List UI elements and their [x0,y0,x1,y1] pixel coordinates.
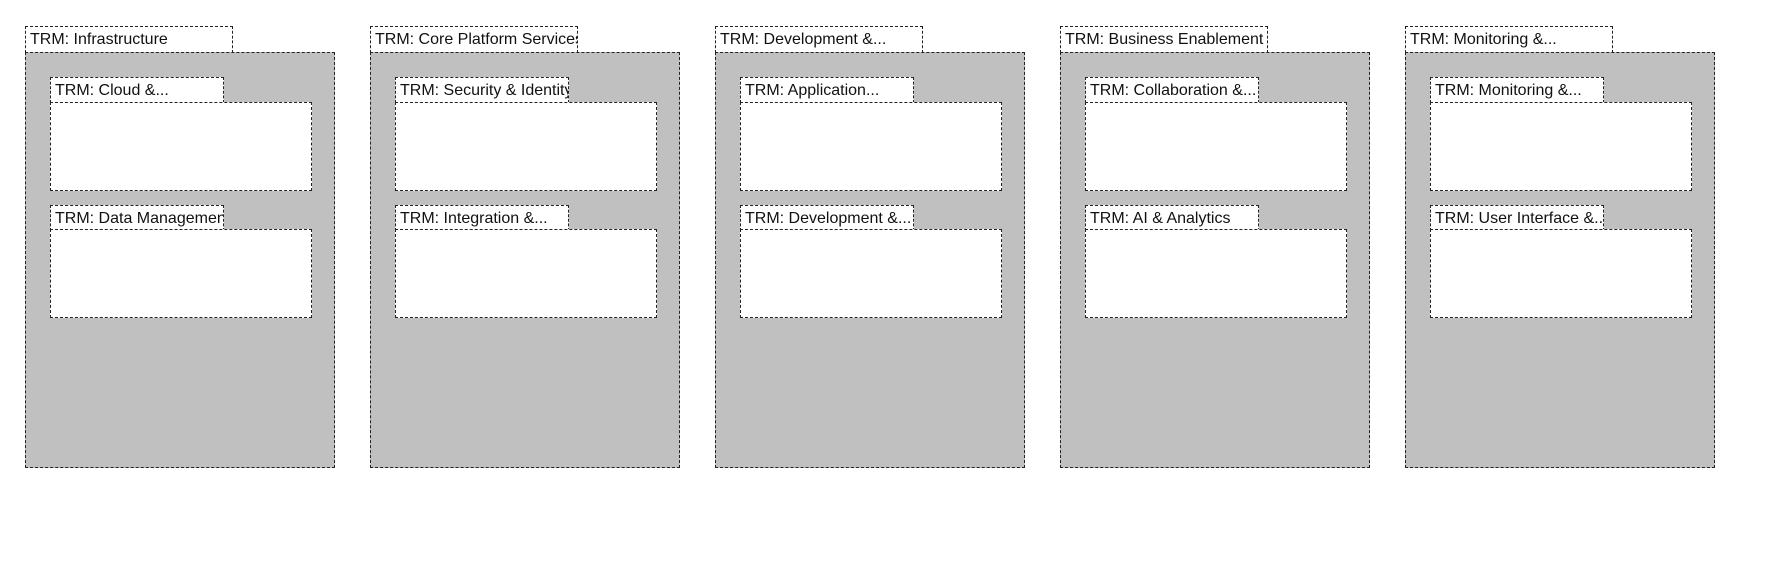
package: TRM: Infrastructure TRM: Cloud &... TRM:… [25,0,337,470]
package-body[interactable]: TRM: Collaboration &... TRM: AI & Analyt… [1060,52,1370,468]
package-title[interactable]: TRM: Core Platform Services [370,26,578,53]
package-title[interactable]: TRM: Monitoring &... [1405,26,1613,53]
sub-package-body[interactable] [740,229,1002,318]
sub-package-title[interactable]: TRM: Security & Identity [395,77,569,103]
package-title[interactable]: TRM: Development &... [715,26,923,53]
sub-package-title[interactable]: TRM: Data Management [50,205,224,231]
sub-package-body[interactable] [395,102,657,191]
package: TRM: Monitoring &... TRM: Monitoring &..… [1405,0,1717,470]
package: TRM: Core Platform Services TRM: Securit… [370,0,682,470]
sub-package-body[interactable] [1085,229,1347,318]
package-body[interactable]: TRM: Monitoring &... TRM: User Interface… [1405,52,1715,468]
sub-package-body[interactable] [395,229,657,318]
sub-package-title[interactable]: TRM: User Interface &... [1430,205,1604,231]
package: TRM: Development &... TRM: Application..… [715,0,1027,470]
sub-package-body[interactable] [740,102,1002,191]
package-body[interactable]: TRM: Cloud &... TRM: Data Management [25,52,335,468]
package-title[interactable]: TRM: Infrastructure [25,26,233,53]
sub-package-body[interactable] [1430,229,1692,318]
sub-package-title[interactable]: TRM: Application... [740,77,914,103]
sub-package-title[interactable]: TRM: AI & Analytics [1085,205,1259,231]
sub-package-body[interactable] [1430,102,1692,191]
sub-package-body[interactable] [50,229,312,318]
sub-package-title[interactable]: TRM: Integration &... [395,205,569,231]
sub-package-title[interactable]: TRM: Development &... [740,205,914,231]
package-title[interactable]: TRM: Business Enablement [1060,26,1268,53]
sub-package-title[interactable]: TRM: Cloud &... [50,77,224,103]
sub-package-body[interactable] [50,102,312,191]
sub-package-title[interactable]: TRM: Monitoring &... [1430,77,1604,103]
package-body[interactable]: TRM: Application... TRM: Development &..… [715,52,1025,468]
package-body[interactable]: TRM: Security & Identity TRM: Integratio… [370,52,680,468]
sub-package-body[interactable] [1085,102,1347,191]
sub-package-title[interactable]: TRM: Collaboration &... [1085,77,1259,103]
package: TRM: Business Enablement TRM: Collaborat… [1060,0,1372,470]
